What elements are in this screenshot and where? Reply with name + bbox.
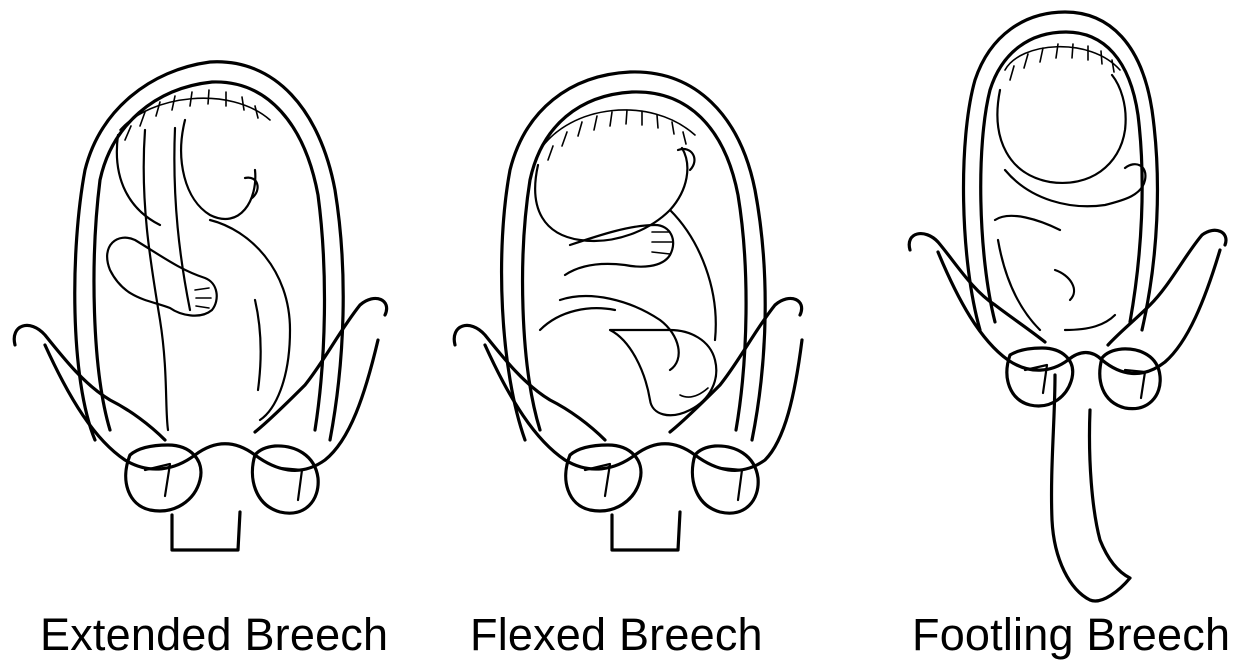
flexed-breech-illustration [430, 0, 830, 600]
panel-label-flexed-breech: Flexed Breech [470, 612, 763, 657]
panel-flexed-breech: Flexed Breech [430, 0, 830, 663]
footling-breech-illustration [880, 0, 1235, 600]
panel-label-footling-breech: Footling Breech [912, 612, 1230, 657]
panel-extended-breech: Extended Breech [0, 0, 420, 663]
panel-footling-breech: Footling Breech [880, 0, 1235, 663]
panel-label-extended-breech: Extended Breech [40, 612, 388, 657]
extended-breech-illustration [0, 0, 420, 600]
